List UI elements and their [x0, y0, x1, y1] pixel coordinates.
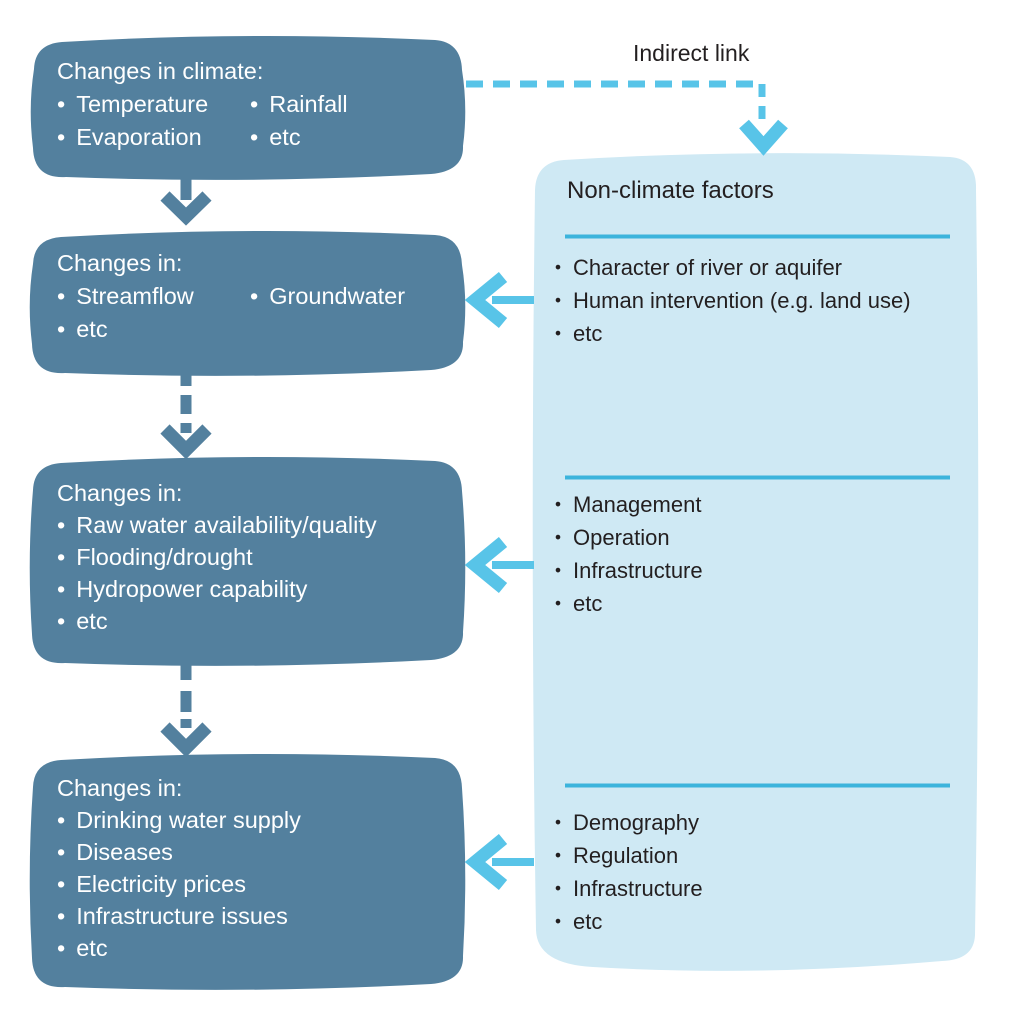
flow-box-1-column-2: Rainfall etc	[250, 88, 348, 154]
list-item: Human intervention (e.g. land use)	[555, 285, 911, 318]
arrow-panel-to-box2	[464, 271, 534, 329]
list-item: etc	[57, 932, 301, 964]
list-item: Raw water availability/quality	[57, 509, 376, 541]
arrow-panel-to-box3	[464, 536, 534, 594]
non-climate-panel-shape	[532, 153, 979, 971]
list-item: Temperature	[57, 88, 250, 121]
list-item: etc	[57, 313, 250, 346]
list-item: Evaporation	[57, 121, 250, 154]
list-item: etc	[555, 318, 911, 351]
list-item: Streamflow	[57, 280, 250, 313]
flow-box-3: Changes in: Raw water availability/quali…	[57, 477, 377, 637]
indirect-link-arrow	[466, 80, 788, 156]
arrow-box2-to-box3	[160, 371, 212, 460]
list-item: etc	[57, 605, 377, 637]
flow-box-4-title: Changes in:	[57, 775, 183, 801]
panel-section-1: Character of river or aquifer Human inte…	[555, 252, 911, 351]
arrow-box1-to-box2	[160, 176, 212, 226]
list-item: Rainfall	[250, 88, 347, 121]
flow-connector-arrows	[160, 176, 212, 758]
list-item: Infrastructure	[555, 873, 703, 906]
flow-box-2-title: Changes in:	[57, 250, 183, 276]
indirect-link-label: Indirect link	[633, 40, 750, 66]
list-item: Operation	[555, 522, 703, 555]
flow-box-2-column-1: Streamflow etc	[57, 280, 250, 346]
flow-box-2-lists: Streamflow etc Groundwater	[57, 280, 405, 346]
panel-section-3: Demography Regulation Infrastructure etc	[555, 807, 703, 939]
flow-box-2: Changes in: Streamflow etc Groundwater	[57, 247, 405, 346]
flow-box-1: Changes in climate: Temperature Evaporat…	[57, 55, 348, 154]
flow-box-4: Changes in: Drinking water supply Diseas…	[57, 772, 301, 964]
flow-box-1-title: Changes in climate:	[57, 58, 264, 84]
list-item: Diseases	[57, 836, 301, 868]
arrow-panel-to-box4	[464, 833, 534, 891]
list-item: Demography	[555, 807, 703, 840]
panel-divider-lines	[565, 234, 950, 788]
flow-box-3-title: Changes in:	[57, 480, 183, 506]
list-item: Drinking water supply	[57, 804, 301, 836]
non-climate-panel-title: Non-climate factors	[567, 177, 774, 204]
list-item: etc	[250, 121, 348, 154]
list-item: Flooding/drought	[57, 541, 377, 573]
flow-box-2-column-2: Groundwater	[250, 280, 405, 346]
list-item: Hydropower capability	[57, 573, 377, 605]
arrow-box3-to-box4	[160, 663, 212, 758]
list-item: Management	[555, 489, 703, 522]
list-item: Character of river or aquifer	[555, 252, 911, 285]
list-item: etc	[555, 906, 703, 939]
list-item: Infrastructure	[555, 555, 703, 588]
list-item: Regulation	[555, 840, 703, 873]
list-item: Electricity prices	[57, 868, 301, 900]
panel-to-box-arrows	[464, 271, 534, 891]
list-item: Infrastructure issues	[57, 900, 301, 932]
flow-box-1-column-1: Temperature Evaporation	[57, 88, 250, 154]
list-item: etc	[555, 588, 703, 621]
flow-box-1-lists: Temperature Evaporation Rainfall etc	[57, 88, 348, 154]
list-item: Groundwater	[250, 280, 405, 313]
panel-section-2: Management Operation Infrastructure etc	[555, 489, 703, 621]
